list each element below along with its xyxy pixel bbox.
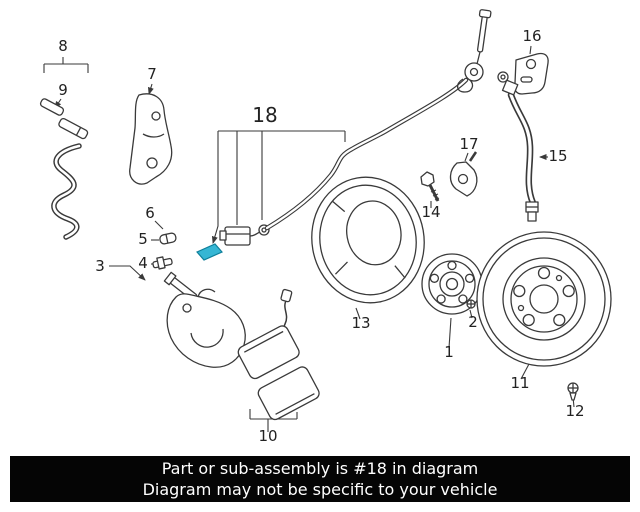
callout-17: 17 <box>459 135 478 153</box>
hub-screw-2 <box>466 299 476 309</box>
highlighted-part <box>196 243 223 261</box>
brake-rotor <box>476 231 612 367</box>
callout-15: 15 <box>548 147 567 165</box>
callout-18: 18 <box>252 103 277 127</box>
brake-pads <box>237 325 320 421</box>
bolt-14 <box>420 171 440 202</box>
brake-caliper <box>166 288 246 368</box>
brake-hose <box>497 71 539 222</box>
caliper-carrier <box>129 93 173 185</box>
callout-12: 12 <box>565 402 584 420</box>
callout-8: 8 <box>58 37 68 55</box>
callout-1: 1 <box>444 343 454 361</box>
callout-7: 7 <box>147 65 157 83</box>
abs-sensor-connector <box>219 224 270 246</box>
highlighted-part-18 <box>196 243 223 261</box>
callout-13: 13 <box>351 314 370 332</box>
pad-retaining-spring <box>51 143 82 240</box>
sensor-bracket-17 <box>449 151 478 197</box>
callout-10: 10 <box>258 427 277 445</box>
callout-4: 4 <box>138 254 148 272</box>
bleeder-valve <box>152 256 173 270</box>
callout-11: 11 <box>510 374 529 392</box>
banner-line-2: Diagram may not be specific to your vehi… <box>142 480 498 499</box>
banner-line-1: Part or sub-assembly is #18 in diagram <box>161 459 479 478</box>
callout-5: 5 <box>138 230 148 248</box>
footer-banner: Part or sub-assembly is #18 in diagram D… <box>10 456 630 502</box>
callout-16: 16 <box>522 27 541 45</box>
callout-9: 9 <box>58 81 68 99</box>
splash-shield <box>311 176 425 304</box>
callout-3: 3 <box>95 257 105 275</box>
abs-sensor-cable <box>264 9 492 231</box>
callout-2: 2 <box>468 313 478 331</box>
hose-bracket-16 <box>513 52 549 95</box>
callout-6: 6 <box>145 204 155 222</box>
guide-pin-kit <box>39 98 89 140</box>
wheel-hub <box>421 253 483 315</box>
bleeder-cap <box>159 232 177 245</box>
rotor-screw-12 <box>567 382 579 401</box>
callout-14: 14 <box>421 203 440 221</box>
